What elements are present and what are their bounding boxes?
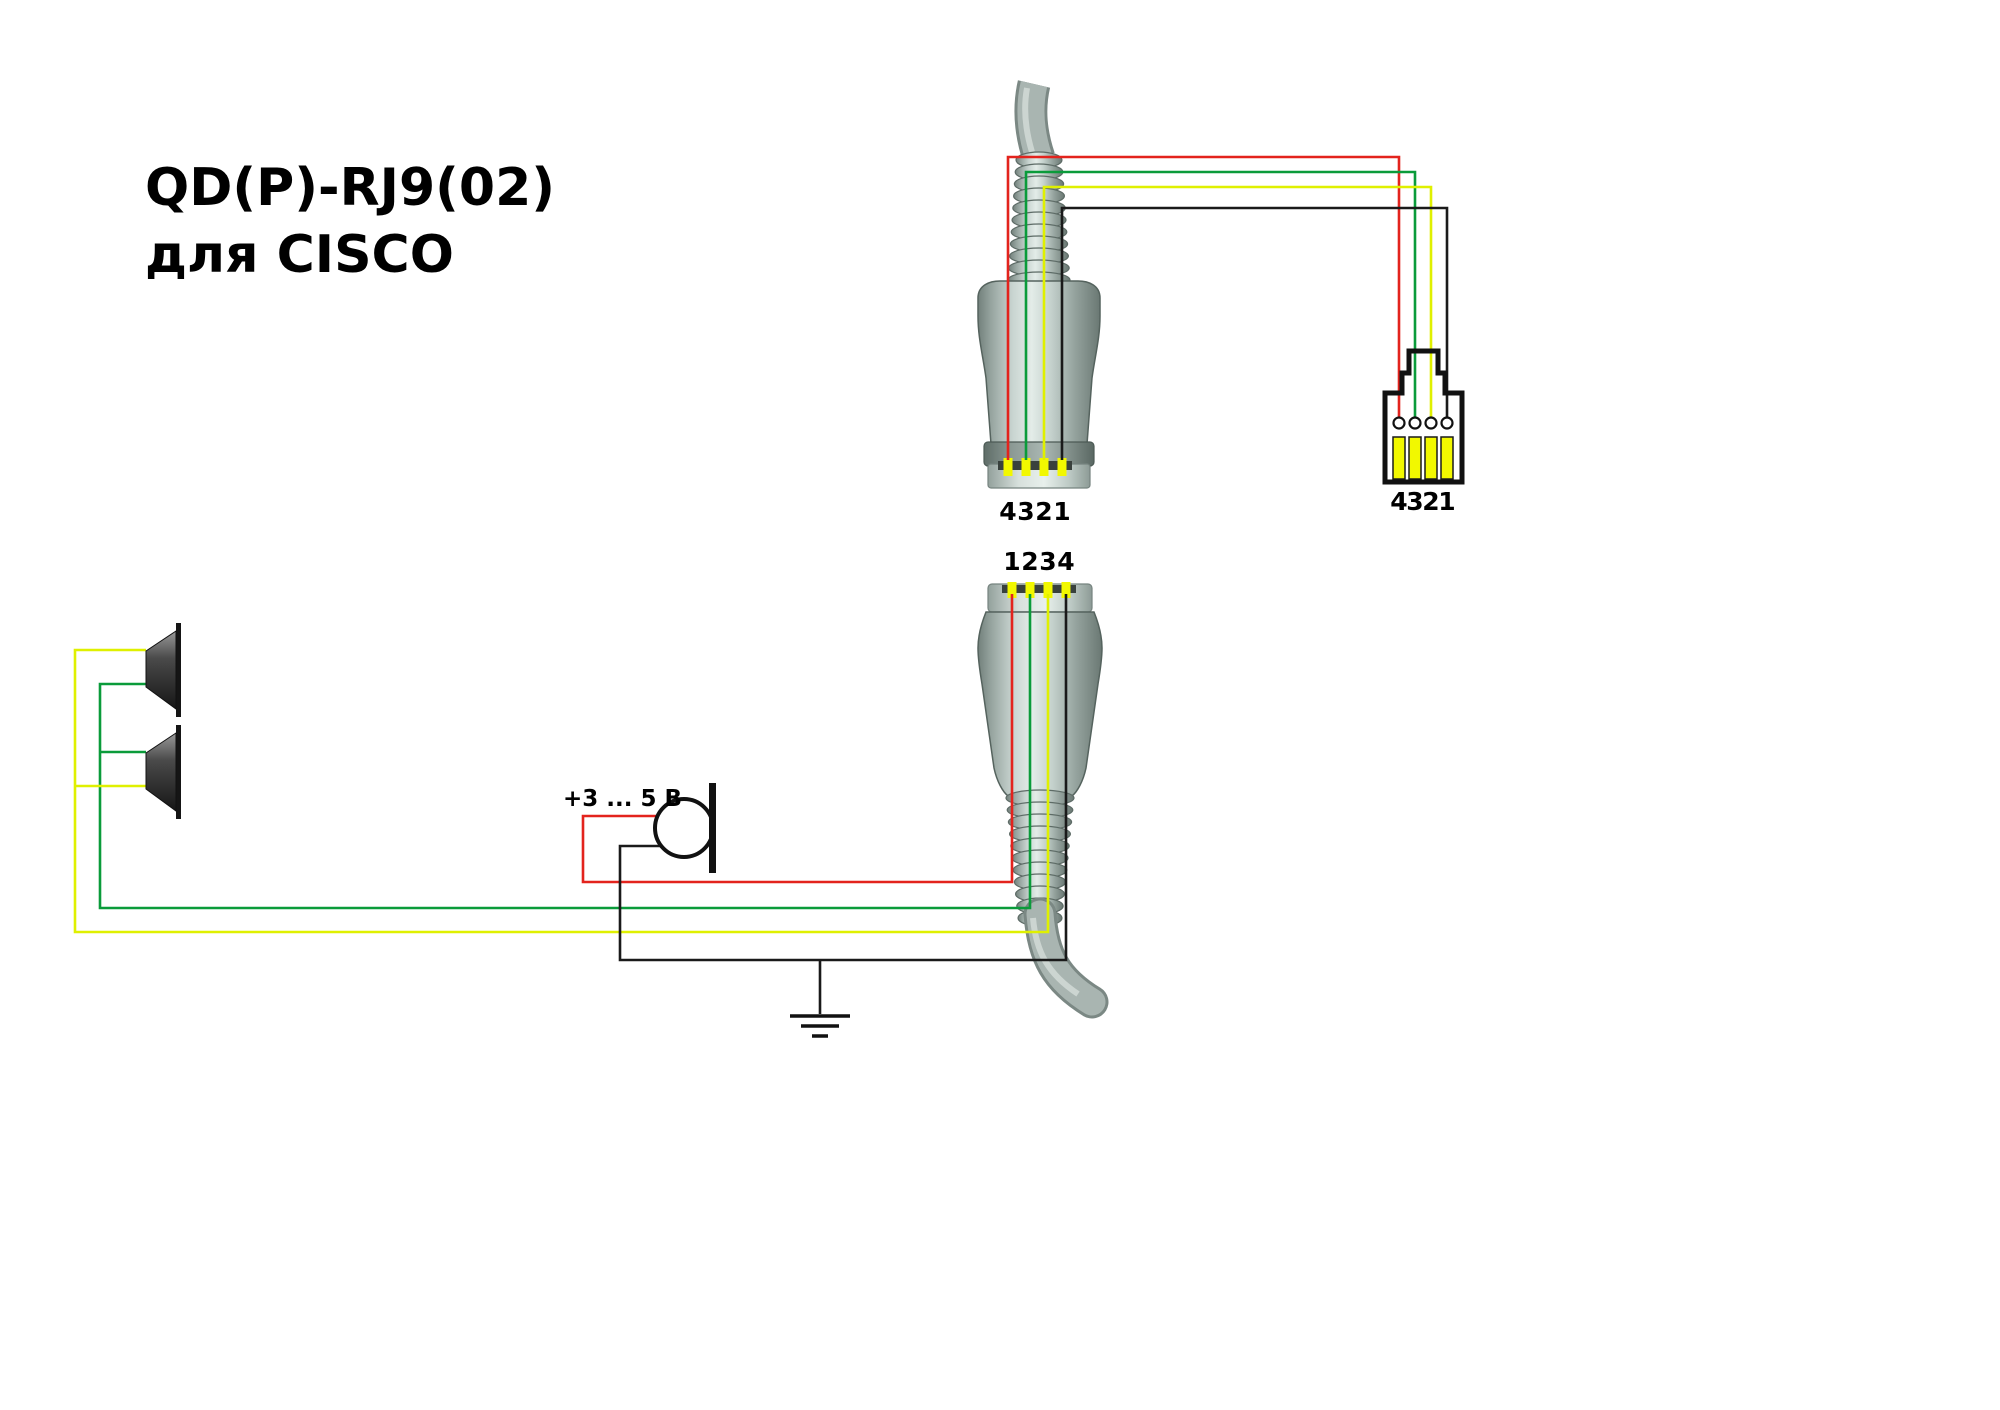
qd-contact — [1021, 458, 1031, 476]
qd-connector-top — [977, 80, 1101, 489]
speaker-icon — [145, 630, 177, 710]
qd-contact — [1025, 582, 1035, 598]
qd-connector-bottom — [977, 582, 1109, 1019]
rj9-pin-hole — [1440, 416, 1454, 430]
cable-top-highlight — [1022, 87, 1035, 153]
qd-contact — [1039, 458, 1049, 476]
connector-body-bottom — [977, 611, 1103, 797]
qd-contact — [1061, 582, 1071, 598]
rj9-pin-hole — [1408, 416, 1422, 430]
speaker-top — [145, 623, 181, 717]
rj9-contact — [1392, 436, 1406, 480]
speaker-baffle — [176, 725, 181, 819]
cable-top — [1017, 80, 1052, 163]
pin-label: 3 — [1039, 547, 1056, 576]
pin-label: 2 — [1422, 487, 1439, 516]
microphone-element-bar — [709, 783, 716, 873]
diagram-title: QD(P)-RJ9(02) для CISCO — [145, 158, 555, 285]
wire-red-mic — [581, 594, 1014, 884]
pin-label: 1 — [1438, 487, 1455, 516]
speaker-baffle — [176, 623, 181, 717]
microphone-symbol — [653, 783, 716, 873]
wire-green-speakers — [98, 594, 1032, 910]
page-title-line-2: для CISCO — [145, 225, 454, 285]
rj9-contact — [1440, 436, 1454, 480]
qd-bottom-pin-labels: 1 2 3 4 — [1003, 547, 1074, 576]
wire-black-qd-to-rj9 — [1060, 206, 1449, 460]
rj9-pin-hole — [1424, 416, 1438, 430]
cable-bottom — [1026, 900, 1106, 1016]
wire-yellow-qd-to-rj9 — [1042, 185, 1433, 460]
contact-slot-strip — [1002, 585, 1076, 593]
wire-yellow-speakers — [73, 594, 1050, 934]
pin-label: 4 — [1390, 487, 1407, 516]
pin-label: 3 — [1017, 497, 1034, 526]
connector-body-top — [977, 280, 1101, 445]
rj9-connector — [1385, 351, 1462, 482]
wire-black-common — [618, 594, 1068, 962]
pin-label: 1 — [1053, 497, 1070, 526]
rj9-body-outline — [1382, 348, 1465, 485]
qd-contact — [1057, 458, 1067, 476]
pin-label: 4 — [1057, 547, 1074, 576]
ground-symbol — [790, 1014, 850, 1038]
strain-relief-bottom — [1005, 789, 1075, 927]
wire-green-qd-to-rj9 — [1024, 170, 1417, 460]
wiring — [73, 155, 1449, 1014]
mic-voltage-label: +3 ... 5 В — [563, 786, 682, 812]
qd-top-pin-labels: 4 3 2 1 — [999, 497, 1070, 526]
rj9-pin-labels: 4 3 2 1 — [1390, 487, 1455, 516]
pin-label: 2 — [1035, 497, 1052, 526]
pin-label: 2 — [1021, 547, 1038, 576]
speaker-icon — [145, 732, 177, 812]
page-title-line-1: QD(P)-RJ9(02) — [145, 158, 555, 218]
wire-red-qd-to-rj9 — [1006, 155, 1401, 460]
qd-contact — [1043, 582, 1053, 598]
pin-label: 3 — [1406, 487, 1423, 516]
rj9-contact — [1424, 436, 1438, 480]
rj9-contact — [1408, 436, 1422, 480]
pin-label: 4 — [999, 497, 1016, 526]
speaker-bottom — [145, 725, 181, 819]
rj9-pin-hole — [1392, 416, 1406, 430]
qd-contact — [1003, 458, 1013, 476]
contact-slot-strip — [998, 461, 1072, 470]
pin-label: 1 — [1003, 547, 1020, 576]
rj9-connector-outline — [1382, 348, 1465, 485]
qd-contact — [1007, 582, 1017, 598]
